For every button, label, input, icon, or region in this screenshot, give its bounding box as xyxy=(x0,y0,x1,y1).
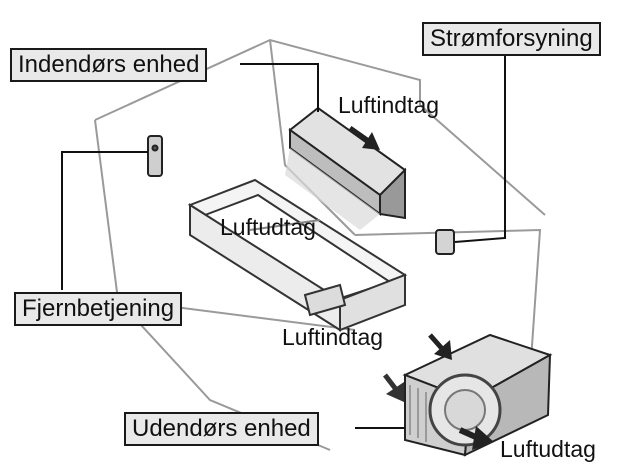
indoor-air-intake-label: Luftindtag xyxy=(338,92,440,118)
outdoor-air-intake-label: Luftindtag xyxy=(282,324,384,350)
indoor-intake-arrow xyxy=(348,125,380,150)
fan-grille-lines xyxy=(409,385,427,442)
indoor-unit-illustration xyxy=(285,106,407,230)
outdoor-air-outlet-label: Luftudtag xyxy=(500,436,596,462)
remote-control-illustration xyxy=(147,135,163,177)
leader-lines xyxy=(61,55,506,429)
power-supply-label: Strømforsyning xyxy=(422,22,601,56)
remote-control-label: Fjernbetjening xyxy=(14,292,183,326)
indoor-air-outlet-label: Luftudtag xyxy=(220,214,316,240)
indoor-unit-label: Indendørs enhed xyxy=(10,48,208,82)
outdoor-unit-label: Udendørs enhed xyxy=(124,412,319,446)
sofa-furniture xyxy=(187,178,408,332)
outdoor-intake-arrows xyxy=(383,333,452,402)
outdoor-outlet-arrow xyxy=(458,426,494,450)
power-outlet-illustration xyxy=(435,229,455,255)
outdoor-unit-illustration xyxy=(402,333,553,457)
